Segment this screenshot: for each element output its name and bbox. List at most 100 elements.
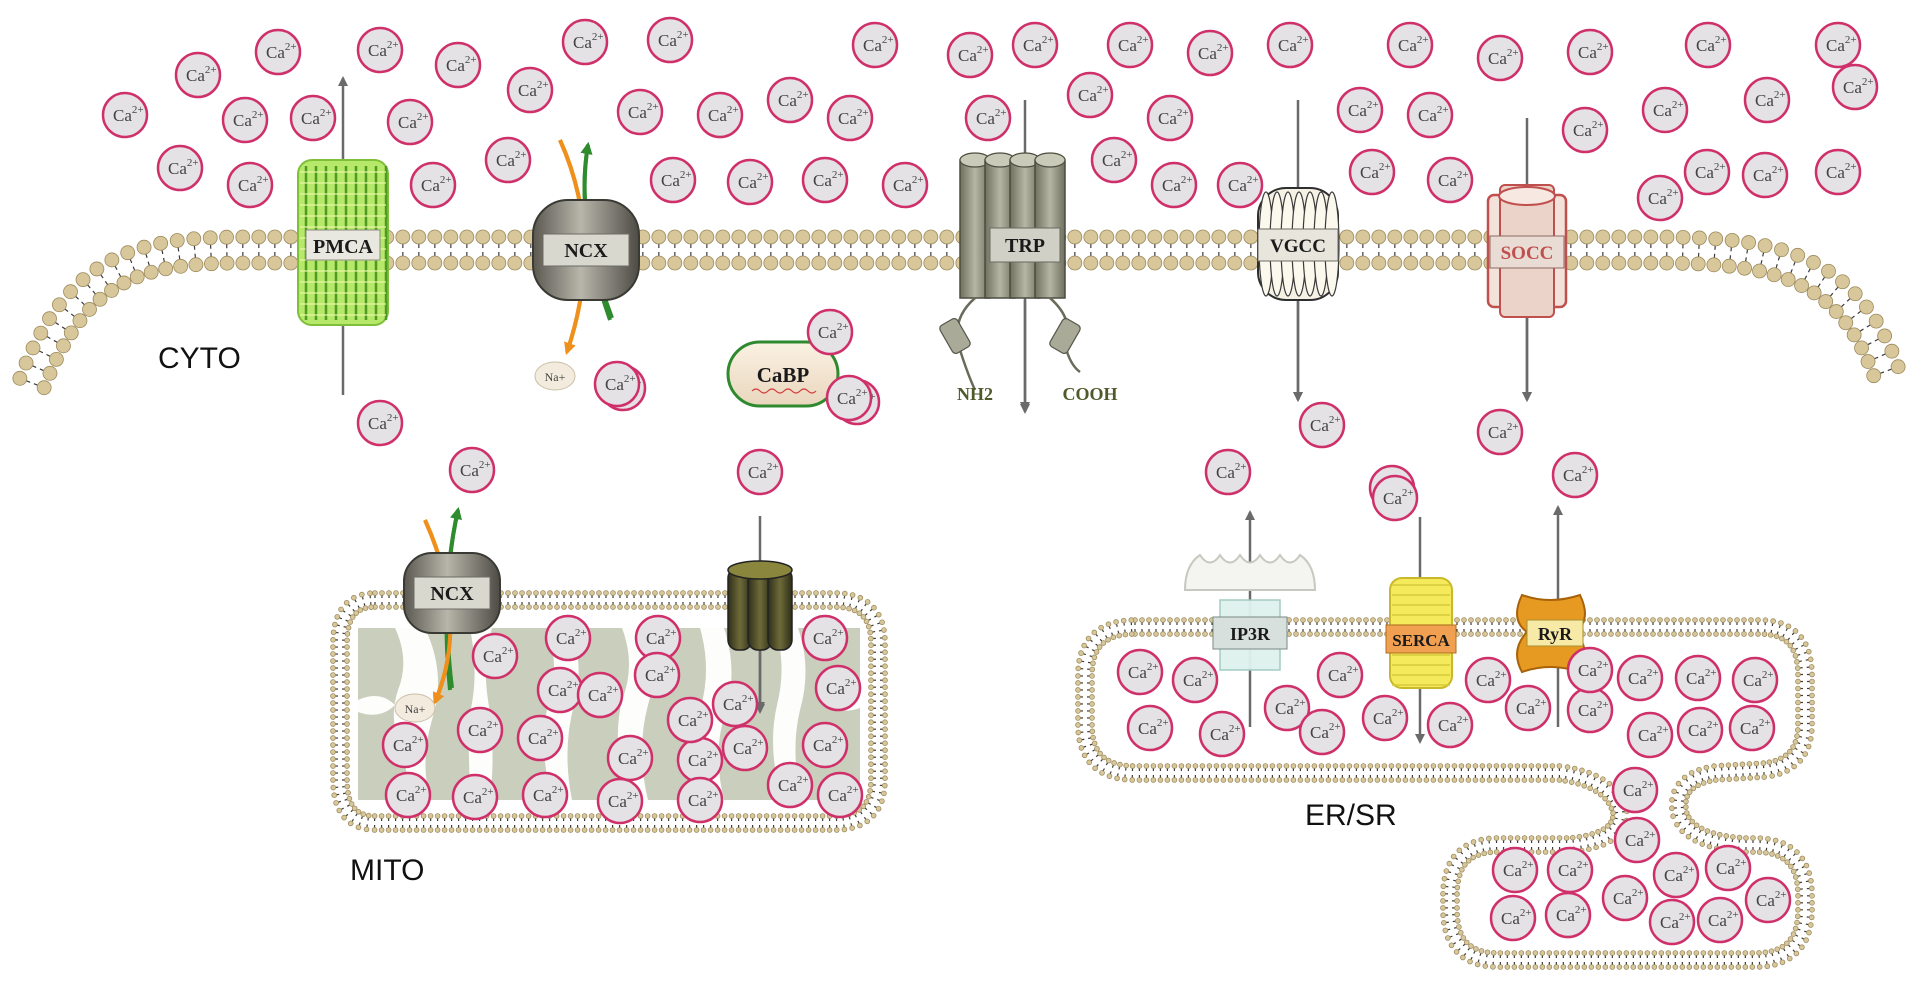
lipid-head	[1368, 764, 1373, 769]
lipid-head	[331, 743, 336, 748]
lipid-head	[828, 591, 833, 596]
lipid-head	[1624, 951, 1629, 956]
lipid-head	[1354, 778, 1359, 783]
lipid-head	[1498, 951, 1503, 956]
lipid-head	[834, 828, 839, 833]
lipid-head	[876, 256, 890, 270]
calcium-ion-charge: 2+	[1329, 414, 1341, 426]
lipid-head	[174, 259, 188, 273]
lipid-head	[1742, 618, 1747, 623]
lipid-head	[1638, 951, 1643, 956]
lipid-head	[1628, 230, 1642, 244]
lipid-tail	[33, 366, 37, 368]
lipid-head	[64, 326, 78, 340]
lipid-head	[1675, 822, 1680, 827]
lipid-head	[252, 230, 266, 244]
lipid-head	[1596, 951, 1601, 956]
lipid-head	[1763, 618, 1768, 623]
lipid-head	[1859, 300, 1873, 314]
lipid-head	[1491, 964, 1496, 969]
lipid-head	[1090, 667, 1095, 672]
lipid-head	[1784, 639, 1789, 644]
lipid-head	[1714, 618, 1719, 623]
lipid-head	[695, 591, 700, 596]
lipid-head	[1333, 778, 1338, 783]
ncx-mito-label: NCX	[430, 583, 474, 605]
lipid-head	[1410, 764, 1415, 769]
lipid-head	[1669, 806, 1674, 811]
lipid-head	[1090, 674, 1095, 679]
lipid-head	[729, 814, 734, 819]
calcium-ion-charge: 2+	[1707, 719, 1719, 731]
lipid-head	[1168, 618, 1173, 623]
lipid-head	[1775, 947, 1780, 952]
lipid-head	[345, 722, 350, 727]
lipid-head	[1522, 764, 1527, 769]
lipid-head	[764, 256, 778, 270]
calcium-ion-charge: 2+	[837, 321, 849, 333]
lipid-head	[883, 678, 888, 683]
lipid-head	[534, 605, 539, 610]
lipid-head	[484, 828, 489, 833]
lipid-head	[1441, 884, 1446, 889]
lipid-head	[1878, 329, 1892, 343]
lipid-head	[1645, 951, 1650, 956]
lipid-head	[876, 612, 881, 617]
lipid-head	[1680, 965, 1685, 970]
lipid-head	[220, 230, 234, 244]
lipid-head	[861, 804, 866, 809]
lipid-head	[1084, 230, 1098, 244]
lipid-head	[49, 352, 63, 366]
lipid-head	[345, 729, 350, 734]
lipid-head	[1485, 950, 1490, 955]
lipid-head	[1228, 778, 1233, 783]
lipid-head	[52, 298, 66, 312]
lipid-tail	[1858, 311, 1861, 313]
calcium-ion: Ca2+	[1654, 853, 1698, 897]
lipid-head	[883, 776, 888, 781]
lipid-head	[625, 605, 630, 610]
lipid-head	[1721, 618, 1726, 623]
lipid-head	[869, 776, 874, 781]
lipid-head	[1466, 764, 1471, 769]
lipid-head	[554, 828, 559, 833]
lipid-head	[883, 692, 888, 697]
lipid-head	[1572, 766, 1577, 771]
lipid-head	[1382, 778, 1387, 783]
lipid-head	[1783, 753, 1788, 758]
lipid-head	[1709, 232, 1723, 246]
lipid-head	[1076, 688, 1081, 693]
lipid-head	[792, 814, 797, 819]
lipid-head	[1221, 764, 1226, 769]
lipid-head	[617, 828, 622, 833]
lipid-head	[1644, 632, 1649, 637]
lipid-head	[668, 256, 682, 270]
lipid-head	[1707, 779, 1712, 784]
lipid-tail	[1778, 256, 1779, 260]
lipid-head	[780, 230, 794, 244]
lipid-head	[1607, 781, 1612, 786]
lipid-head	[64, 285, 78, 299]
lipid-head	[1417, 778, 1422, 783]
lipid-head	[1701, 781, 1706, 786]
calcium-ion-charge: 2+	[647, 101, 659, 113]
lipid-head	[687, 828, 692, 833]
calcium-ion-charge: 2+	[487, 719, 499, 731]
lipid-head	[1623, 632, 1628, 637]
calcium-ion: Ca2+	[713, 682, 757, 726]
calcium-ion: Ca2+	[651, 158, 695, 202]
lipid-head	[743, 828, 748, 833]
sodium-ion-mito: Na+	[395, 694, 435, 722]
lipid-head	[1459, 764, 1464, 769]
lipid-head	[1711, 831, 1716, 836]
lipid-head	[1606, 801, 1611, 806]
lipid-tail	[55, 322, 58, 324]
lipid-head	[1329, 618, 1334, 623]
lipid-head	[1807, 286, 1821, 300]
lipid-head	[1536, 764, 1541, 769]
lipid-head	[1550, 836, 1555, 841]
lipid-head	[1118, 762, 1123, 767]
er-label: ER/SR	[1305, 799, 1397, 832]
lipid-head	[610, 828, 615, 833]
lipid-head	[1228, 256, 1242, 270]
